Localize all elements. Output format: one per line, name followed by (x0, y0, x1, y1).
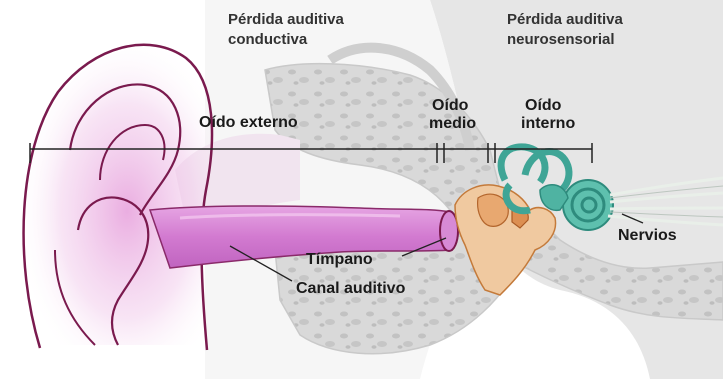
conductive-heading-line1: Pérdida auditiva (228, 11, 345, 28)
ear-canal-label: Canal auditivo (296, 280, 406, 297)
sensorineural-heading-line2: neurosensorial (507, 31, 615, 48)
inner-ear-label-line1: Oído (525, 97, 562, 114)
sensorineural-heading-line1: Pérdida auditiva (507, 11, 624, 28)
inner-ear-label-line2: interno (521, 115, 575, 132)
conductive-heading-line2: conductiva (228, 31, 308, 48)
nerves-label: Nervios (618, 227, 677, 244)
middle-ear-label-line2: medio (429, 115, 476, 132)
outer-ear-label: Oído externo (199, 114, 298, 131)
eardrum-label: Tímpano (306, 251, 373, 268)
middle-ear-label-line1: Oído (432, 97, 469, 114)
